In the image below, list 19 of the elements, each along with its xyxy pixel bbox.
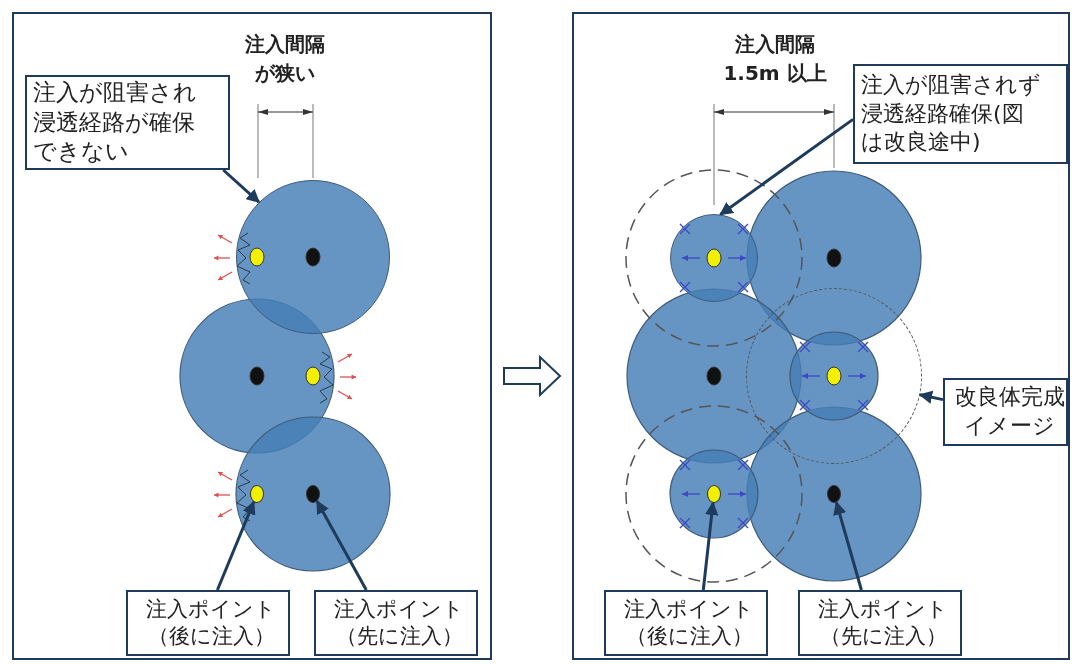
callout-box: 注入ポイント（後に注入）: [604, 590, 768, 656]
callout-box: 注入が阻害され浸透経路が確保できない: [25, 75, 230, 170]
leader-arrow: [216, 500, 256, 591]
heading-label: 注入間隔が狭い: [244, 31, 326, 87]
panel-frame: [12, 12, 492, 660]
leader-arrow: [719, 118, 854, 216]
leader-arrow: [918, 390, 944, 404]
leader-arrow: [315, 500, 368, 591]
leader-arrow: [222, 168, 260, 204]
leader-arrow: [701, 501, 719, 591]
leader-arrow: [833, 501, 863, 591]
panel-frame: [572, 12, 1070, 660]
heading-label: 注入間隔1.5m 以上: [722, 31, 828, 87]
callout-box: 改良体完成イメージ: [943, 378, 1068, 446]
block-arrow: [503, 354, 562, 398]
callout-box: 注入が阻害されず浸透経路確保(図は改良途中): [853, 64, 1068, 164]
callout-box: 注入ポイント（先に注入）: [314, 590, 478, 656]
callout-box: 注入ポイント（後に注入）: [126, 590, 290, 656]
callout-box: 注入ポイント（先に注入）: [798, 590, 962, 656]
